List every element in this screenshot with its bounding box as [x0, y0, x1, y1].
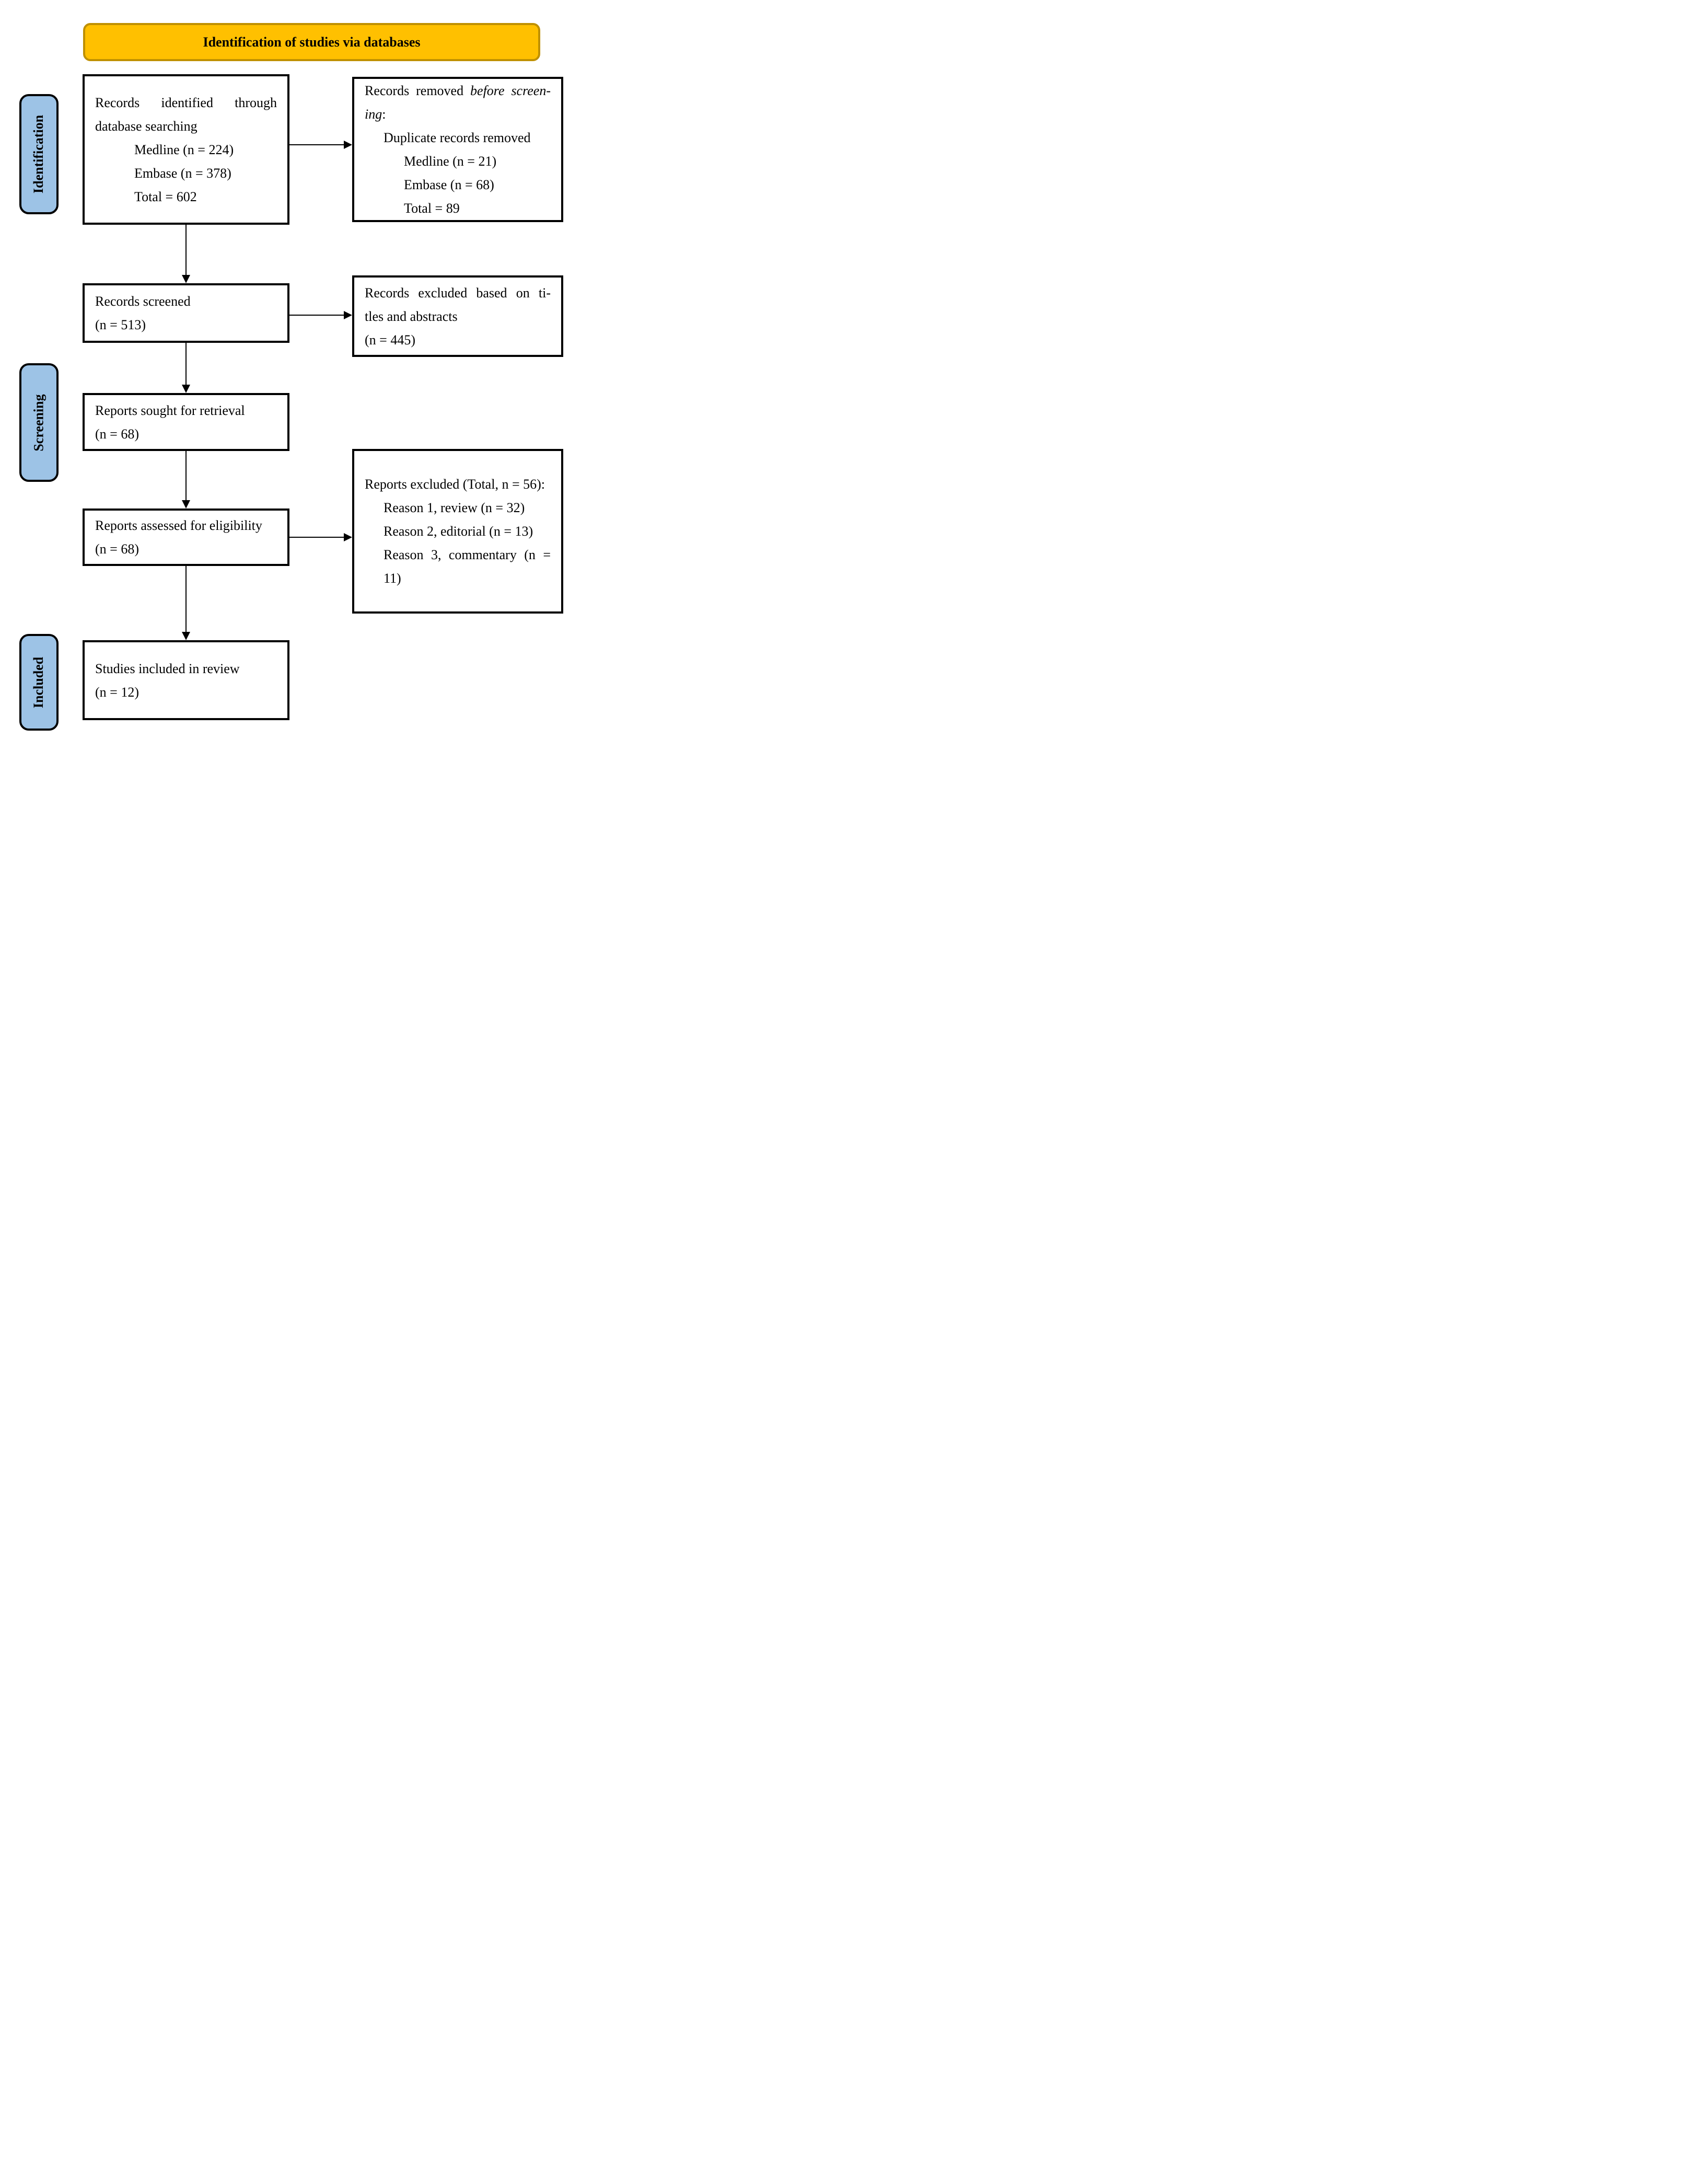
stage-label-included: Included: [19, 634, 59, 731]
arrowhead-down-screened-to-sought: [182, 385, 190, 393]
box-reports-assessed-line2: (n = 68): [95, 541, 139, 557]
box-records-screened-line2: (n = 513): [95, 317, 146, 332]
box-studies-included: Studies included in review (n = 12): [83, 640, 289, 720]
box-reports-sought-line1: Reports sought for retrieval: [95, 402, 245, 418]
box-records-identified-item-total: Total = 602: [134, 189, 197, 204]
box-reports-excluded-reason-2: Reason 2, editorial (n = 13): [384, 524, 533, 539]
arrowhead-down-sought-to-assessed: [182, 500, 190, 509]
arrowhead-right-screened-to-excluded: [344, 311, 352, 319]
stage-label-screening-text: Screening: [31, 394, 47, 452]
box-records-excluded-line1: Records excluded based on ti-: [365, 285, 551, 301]
stage-label-identification: Identification: [19, 94, 59, 214]
flow-line-sought-to-assessed: [185, 451, 187, 502]
arrowhead-down-assessed-to-included: [182, 632, 190, 640]
box-records-removed-line1-roman: Records removed: [365, 83, 464, 98]
box-records-removed-line1-italic: before screen-: [470, 83, 551, 98]
box-records-identified-item-embase: Embase (n = 378): [134, 165, 231, 181]
box-records-removed-item-embase: Embase (n = 68): [404, 177, 494, 192]
box-reports-excluded-heading: Reports excluded (Total, n = 56):: [365, 477, 545, 492]
box-reports-assessed-line1: Reports assessed for eligibility: [95, 518, 262, 533]
box-records-identified: Records identified through database sear…: [83, 74, 289, 225]
box-reports-excluded-reason-1: Reason 1, review (n = 32): [384, 500, 525, 515]
prisma-flow-diagram: Identification of studies via databases …: [0, 0, 575, 740]
box-records-removed-line1: Records removed before screen-: [365, 79, 551, 102]
box-records-screened-line1: Records screened: [95, 294, 191, 309]
box-reports-sought: Reports sought for retrieval (n = 68): [83, 393, 289, 451]
flow-line-assessed-to-included: [185, 566, 187, 633]
box-records-removed-subheading: Duplicate records removed: [384, 130, 531, 145]
flow-line-identified-to-removed: [289, 144, 345, 145]
box-records-identified-line1: Records identified through: [95, 95, 277, 110]
box-records-excluded: Records excluded based on ti- tles and a…: [352, 275, 563, 357]
box-records-removed: Records removed before screen- ing: Dupl…: [352, 77, 563, 222]
flow-line-assessed-to-reports-excluded: [289, 537, 345, 538]
box-records-identified-item-medline: Medline (n = 224): [134, 142, 234, 157]
box-studies-included-line1: Studies included in review: [95, 661, 240, 676]
box-records-identified-line2: database searching: [95, 118, 198, 134]
box-studies-included-line2: (n = 12): [95, 684, 139, 700]
stage-label-identification-text: Identification: [31, 114, 47, 194]
arrowhead-down-identified-to-screened: [182, 275, 190, 283]
box-records-removed-item-medline: Medline (n = 21): [404, 154, 497, 169]
box-reports-assessed: Reports assessed for eligibility (n = 68…: [83, 509, 289, 566]
flow-line-screened-to-sought: [185, 343, 187, 386]
box-reports-excluded-reason-3: Reason 3, commentary (n =: [384, 547, 551, 562]
box-records-excluded-line3: (n = 445): [365, 332, 415, 348]
arrowhead-right-identified-to-removed: [344, 141, 352, 149]
box-records-removed-line2-colon: :: [382, 107, 386, 122]
flow-line-identified-to-screened: [185, 225, 187, 276]
arrowhead-right-assessed-to-reports-excluded: [344, 533, 352, 541]
box-records-removed-line2: ing:: [365, 102, 551, 126]
box-records-removed-line2-italic: ing: [365, 107, 382, 122]
box-reports-excluded-reason-3-cont: 11): [384, 571, 401, 586]
flow-line-screened-to-excluded: [289, 315, 345, 316]
box-reports-excluded: Reports excluded (Total, n = 56): Reason…: [352, 449, 563, 614]
title-banner-label: Identification of studies via databases: [203, 34, 421, 50]
box-records-screened: Records screened (n = 513): [83, 283, 289, 343]
box-records-removed-item-total: Total = 89: [404, 201, 460, 216]
box-records-excluded-line2: tles and abstracts: [365, 308, 458, 324]
box-reports-sought-line2: (n = 68): [95, 426, 139, 442]
stage-label-screening: Screening: [19, 363, 59, 482]
title-banner: Identification of studies via databases: [83, 23, 540, 61]
stage-label-included-text: Included: [31, 656, 47, 708]
